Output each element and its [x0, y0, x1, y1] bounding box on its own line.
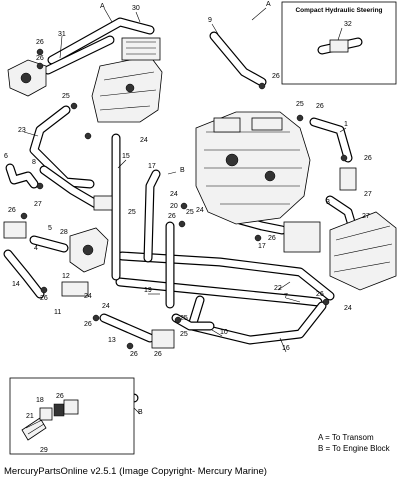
leader-lines: [23, 7, 347, 415]
callout-a-top: A: [100, 3, 105, 10]
callout-24b: 24: [170, 191, 178, 198]
callout-1: 1: [344, 121, 348, 128]
callout-24a: 24: [140, 137, 148, 144]
callout-9: 9: [208, 17, 212, 24]
callout-26n: 26: [56, 393, 64, 400]
callout-20: 20: [170, 203, 178, 210]
callout-7: 7: [284, 293, 288, 300]
manifold-right: [329, 211, 397, 291]
callout-26a: 26: [36, 39, 44, 46]
callout-5: 5: [48, 225, 52, 232]
callout-6: 6: [4, 153, 8, 160]
callout-25f: 25: [180, 331, 188, 338]
legend-a: A = To Transom: [318, 433, 374, 442]
callout-24d: 24: [344, 305, 352, 312]
callout-10: 10: [220, 329, 228, 336]
circulating-pump-28: [69, 227, 109, 273]
callout-24e: 24: [102, 303, 110, 310]
callout-29: 29: [40, 447, 48, 454]
pump-left: [7, 59, 47, 97]
callout-26j: 26: [40, 295, 48, 302]
legend-b: B = To Engine Block: [318, 444, 391, 453]
callout-4: 4: [34, 245, 38, 252]
callout-27b: 27: [34, 201, 42, 208]
callout-21: 21: [26, 413, 34, 420]
callout-26b: 26: [36, 55, 44, 62]
inset-steering-title: Compact Hydraulic Steering: [295, 7, 382, 14]
hose-clamps: [20, 48, 348, 350]
callout-12: 12: [62, 273, 70, 280]
callout-11: 11: [54, 309, 61, 316]
callout-26l: 26: [130, 351, 138, 358]
callout-b: B: [180, 167, 185, 174]
callout-24f: 24: [84, 293, 92, 300]
callout-25c: 25: [128, 209, 136, 216]
callout-27a: 27: [364, 191, 372, 198]
manifold-top-left: [91, 55, 163, 123]
callout-16: 16: [282, 345, 290, 352]
callout-26h: 26: [268, 235, 276, 242]
callout-25d: 25: [186, 209, 194, 216]
callout-26f: 26: [8, 207, 16, 214]
callout-26k: 26: [84, 321, 92, 328]
callout-13: 13: [108, 337, 116, 344]
engine-block: [195, 111, 311, 225]
callout-26c: 26: [272, 73, 280, 80]
callout-26d: 26: [316, 103, 324, 110]
callout-27c: 27: [362, 213, 370, 220]
callout-30: 30: [132, 5, 140, 12]
callout-25b: 25: [296, 101, 304, 108]
tee-fittings: [3, 167, 357, 349]
callout-17b: 17: [258, 243, 266, 250]
callout-25e: 25: [180, 315, 188, 322]
inset-steering-part: 32: [344, 21, 352, 28]
callout-24c: 24: [196, 207, 204, 214]
inset-fitting-detail: [9, 377, 135, 455]
callout-19: 19: [144, 287, 152, 294]
inset-compact-hydraulic-steering: Compact Hydraulic Steering 32: [281, 1, 397, 85]
callout-b-inset: B: [138, 409, 143, 416]
callout-14: 14: [12, 281, 20, 288]
callout-18: 18: [36, 397, 44, 404]
callout-3: 3: [326, 199, 330, 206]
callout-22: 22: [274, 285, 282, 292]
callout-a-right: A: [266, 1, 271, 8]
copyright-footer: MercuryPartsOnline v2.5.1 (Image Copyrig…: [4, 466, 267, 477]
callout-26i: 26: [316, 291, 324, 298]
callout-25a: 25: [62, 93, 70, 100]
callout-26m: 26: [154, 351, 162, 358]
callout-28: 28: [60, 229, 68, 236]
callout-31: 31: [58, 31, 66, 38]
callout-26g: 26: [168, 213, 176, 220]
callout-8: 8: [32, 159, 36, 166]
thermostat-housing-top: [121, 37, 161, 61]
callout-23: 23: [18, 127, 26, 134]
callout-17a: 17: [148, 163, 156, 170]
callout-15: 15: [122, 153, 130, 160]
legend: A = To Transom B = To Engine Block: [318, 433, 391, 453]
callout-26e: 26: [364, 155, 372, 162]
callouts: A 30 31 26 26 25 9 A 26 25 26 1 23 24 15…: [4, 1, 372, 454]
